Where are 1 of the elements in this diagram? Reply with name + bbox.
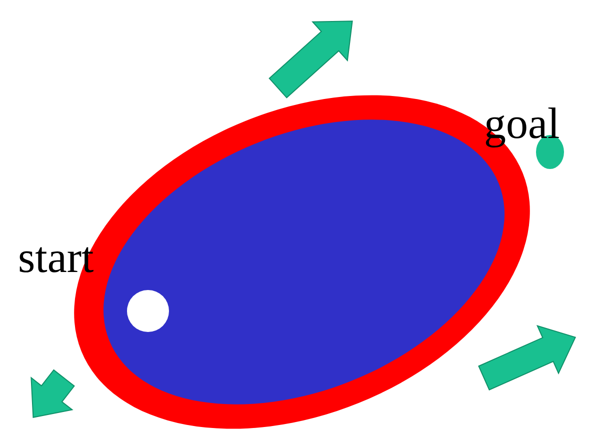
point-label: goal — [484, 102, 560, 146]
